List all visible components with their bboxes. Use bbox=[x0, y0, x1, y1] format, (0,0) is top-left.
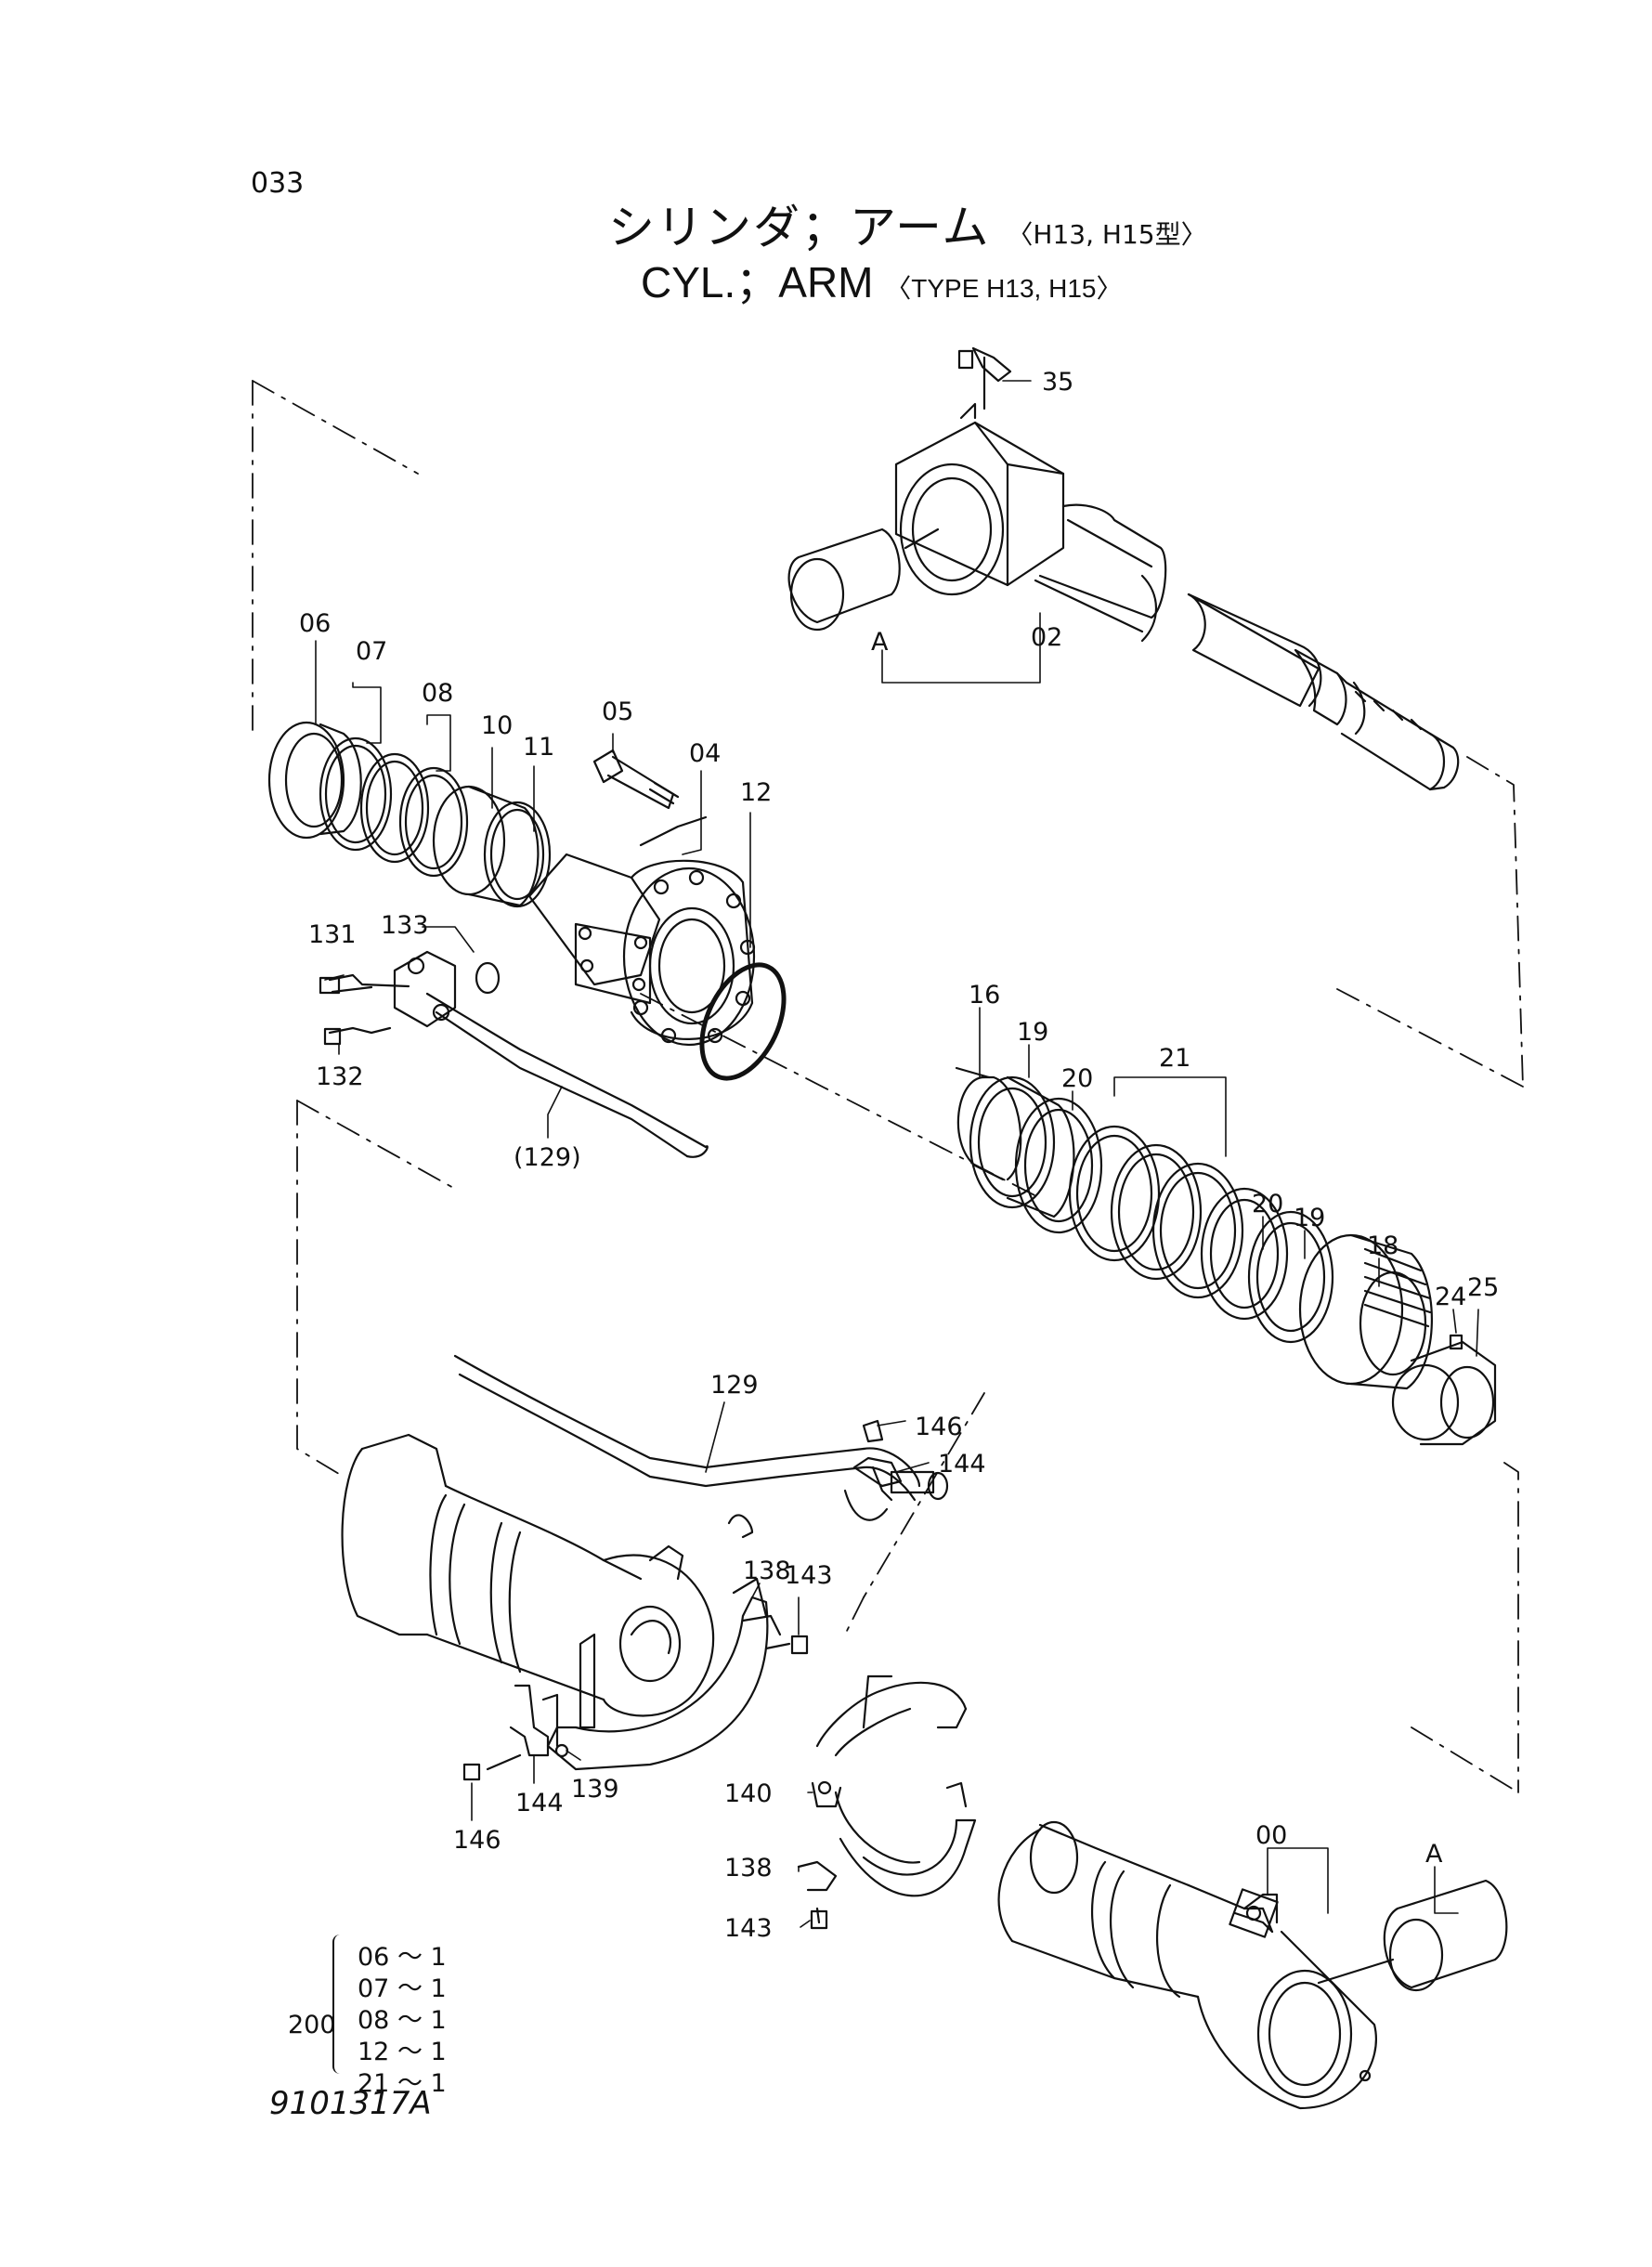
label-139: 139 bbox=[571, 1775, 619, 1804]
label-144-upper: 144 bbox=[938, 1450, 986, 1479]
bushing-A-upper bbox=[787, 528, 940, 632]
kit-item-separator: ～ bbox=[397, 2038, 423, 2066]
rod-assembly-02 bbox=[894, 346, 1460, 791]
bushing-A-lower bbox=[1317, 1879, 1508, 1992]
part-labels: 35 02 A 06 07 08 05 10 11 04 12 131 133 … bbox=[299, 368, 1499, 1943]
label-A-upper: A bbox=[871, 628, 889, 657]
clamp-138-upper bbox=[732, 1577, 809, 1655]
pipe-129 bbox=[453, 1354, 949, 1502]
label-04: 04 bbox=[689, 739, 721, 768]
kit-item-separator: ～ bbox=[397, 1943, 423, 1972]
kit-item-part: 08 bbox=[358, 2006, 390, 2035]
title-japanese-sub: 〈H13, H15型〉 bbox=[1007, 219, 1207, 250]
assembly-lines bbox=[252, 380, 1524, 1793]
label-21: 21 bbox=[1159, 1044, 1190, 1073]
label-19-upper: 19 bbox=[1017, 1018, 1048, 1047]
o-ring-133 bbox=[475, 961, 501, 995]
label-16: 16 bbox=[969, 981, 1000, 1010]
cylinder-tube-00 bbox=[997, 1820, 1377, 2110]
label-12: 12 bbox=[740, 778, 772, 807]
clamp-140-138-lower bbox=[797, 1674, 977, 1930]
label-00: 00 bbox=[1255, 1821, 1287, 1850]
kit-item-part: 06 bbox=[358, 1943, 390, 1972]
rod-cover-04 bbox=[527, 815, 756, 1047]
kit-item: 06 ～ 1 bbox=[358, 1936, 447, 1972]
label-146-lower: 146 bbox=[453, 1826, 501, 1855]
label-02: 02 bbox=[1031, 623, 1062, 652]
label-24: 24 bbox=[1435, 1283, 1466, 1311]
kit-item-qty: 1 bbox=[430, 2038, 447, 2066]
kit-code: 200 bbox=[288, 2011, 336, 2039]
label-06: 06 bbox=[299, 609, 331, 638]
title-english-main: CYL.；ARM bbox=[641, 258, 874, 306]
kit-brace bbox=[332, 1935, 347, 2074]
title-english-sub: 〈TYPE H13, H15〉 bbox=[885, 274, 1123, 303]
kit-item-separator: ～ bbox=[397, 1974, 423, 2003]
label-140: 140 bbox=[724, 1779, 773, 1808]
label-138-lower: 138 bbox=[724, 1854, 773, 1883]
label-143-upper: 143 bbox=[785, 1561, 833, 1590]
label-133: 133 bbox=[381, 911, 429, 940]
label-11: 11 bbox=[523, 733, 554, 762]
kit-item: 08 ～ 1 bbox=[358, 2000, 447, 2035]
label-131: 131 bbox=[308, 920, 357, 949]
kit-items: 06 ～ 1 07 ～ 1 08 ～ 1 12 ～ 1 21 ～ 1 bbox=[358, 1936, 447, 2098]
kit-item: 07 ～ 1 bbox=[358, 1968, 447, 2003]
drawing-code: 9101317A bbox=[269, 2085, 432, 2122]
seal-rings-left bbox=[267, 721, 552, 908]
kit-item-separator: ～ bbox=[397, 2006, 423, 2035]
label-08: 08 bbox=[422, 679, 453, 708]
label-144-lower: 144 bbox=[515, 1789, 564, 1818]
kit-item-qty: 1 bbox=[430, 2069, 447, 2098]
kit-item-qty: 1 bbox=[430, 1974, 447, 2003]
pipe-flange-assembly bbox=[319, 950, 709, 1158]
label-18: 18 bbox=[1367, 1231, 1398, 1260]
label-129: 129 bbox=[710, 1371, 759, 1400]
kit-item: 12 ～ 1 bbox=[358, 2031, 447, 2066]
o-ring-12 bbox=[699, 962, 787, 1081]
label-143-lower: 143 bbox=[724, 1914, 773, 1943]
label-129-ref: (129) bbox=[514, 1143, 581, 1172]
kit-item-qty: 1 bbox=[430, 2006, 447, 2035]
label-20-upper: 20 bbox=[1061, 1064, 1093, 1093]
title-japanese: シリンダ；アーム 〈H13, H15型〉 bbox=[608, 190, 1207, 257]
kit-item-part: 12 bbox=[358, 2038, 390, 2066]
piston-seal-stack bbox=[955, 1066, 1497, 1446]
label-138-upper: 138 bbox=[743, 1557, 791, 1585]
label-07: 07 bbox=[356, 637, 387, 666]
label-19-lower: 19 bbox=[1294, 1204, 1325, 1232]
kit-item-part: 07 bbox=[358, 1974, 390, 2003]
cylinder-tube bbox=[341, 1433, 715, 1729]
leader-lines bbox=[315, 380, 1479, 1928]
kit-item: 21 ～ 1 bbox=[358, 2063, 447, 2098]
kit-item-part: 21 bbox=[358, 2069, 390, 2098]
page-number: 033 bbox=[251, 167, 305, 200]
label-20-lower: 20 bbox=[1252, 1190, 1283, 1218]
clamp-upper bbox=[843, 1419, 903, 1521]
label-05: 05 bbox=[602, 697, 633, 726]
title-japanese-main: シリンダ；アーム bbox=[608, 201, 991, 254]
label-10: 10 bbox=[481, 711, 513, 740]
label-146-upper: 146 bbox=[915, 1413, 963, 1441]
label-A-lower: A bbox=[1425, 1840, 1443, 1869]
title-english: CYL.；ARM 〈TYPE H13, H15〉 bbox=[641, 249, 1122, 310]
kit-item-qty: 1 bbox=[430, 1943, 447, 1972]
bolt-05 bbox=[592, 749, 680, 810]
kit-item-separator: ～ bbox=[397, 2069, 423, 2098]
clamp-139 bbox=[541, 1514, 769, 1771]
label-35: 35 bbox=[1042, 368, 1073, 397]
clamp-144-lower bbox=[462, 1684, 550, 1781]
label-25: 25 bbox=[1467, 1273, 1499, 1302]
label-132: 132 bbox=[316, 1062, 364, 1091]
